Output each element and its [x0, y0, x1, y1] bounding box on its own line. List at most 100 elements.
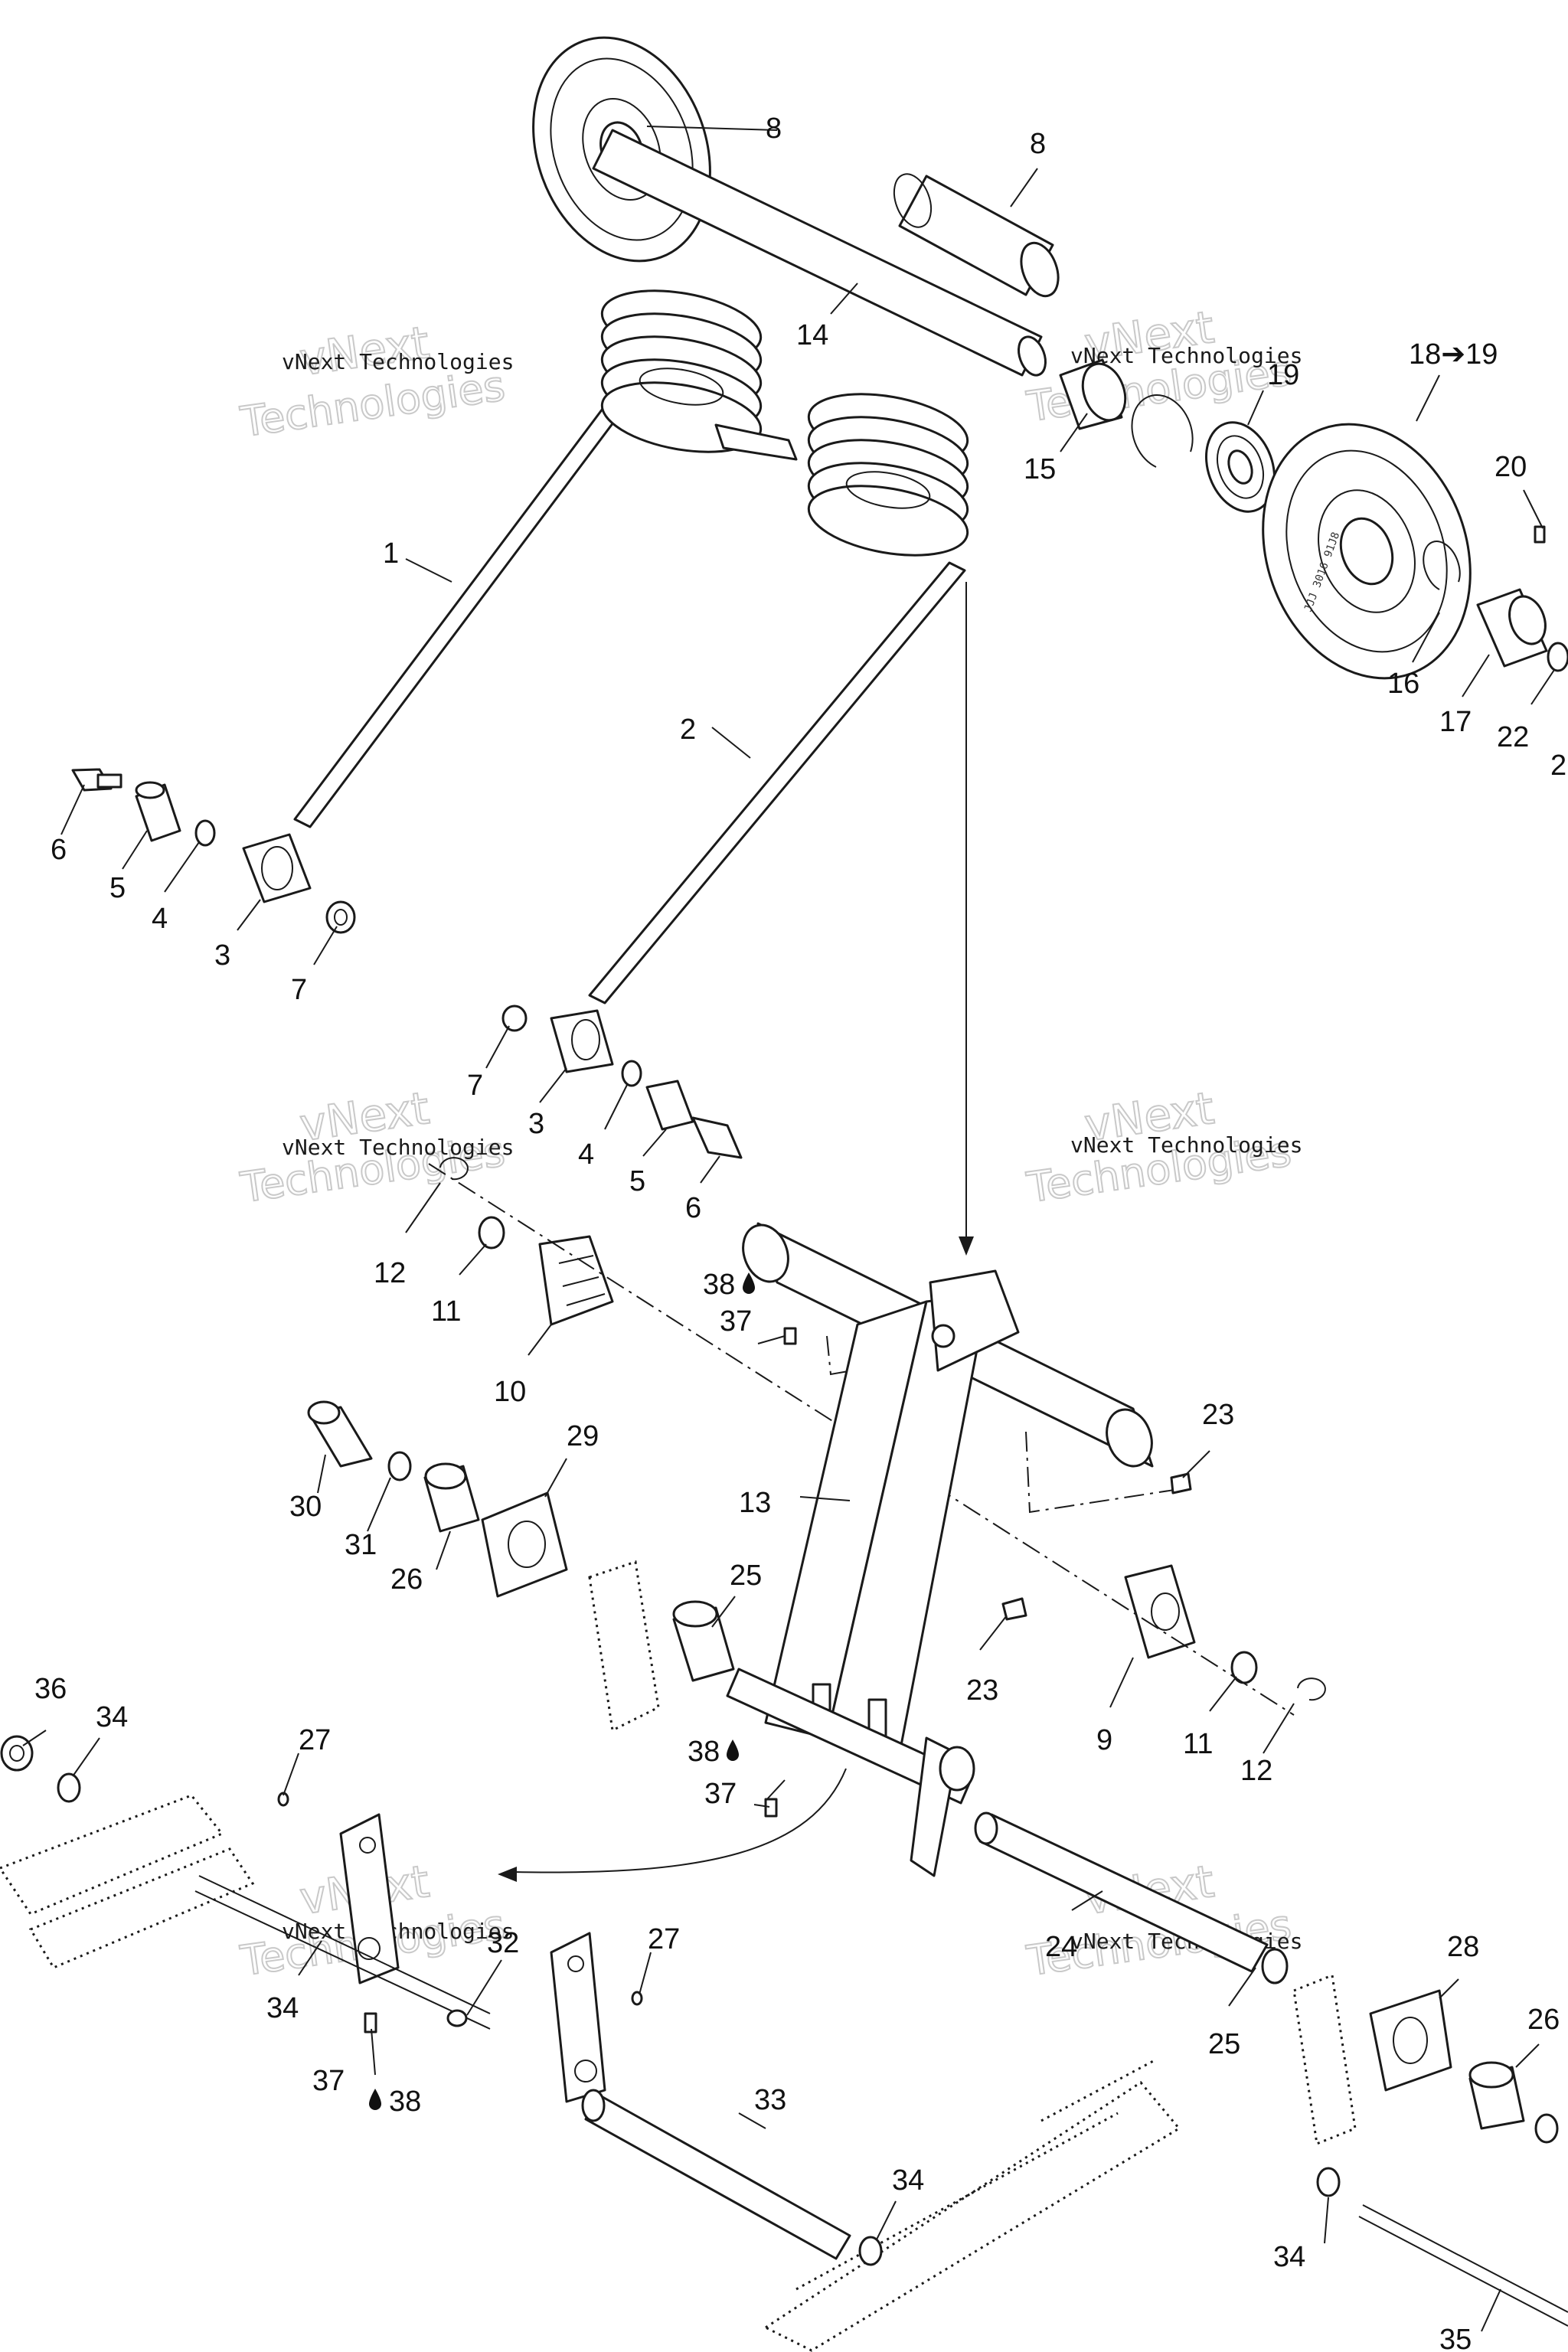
cross-shaft-32	[194, 1875, 491, 2030]
label-3-upper: 3	[214, 939, 230, 972]
set-screw-27-right	[631, 1991, 643, 2006]
label-28: 28	[1447, 1931, 1479, 1963]
bushing-26-right	[1468, 2061, 1525, 2130]
bushing-26-left	[423, 1462, 480, 1533]
label-37-lower: 37	[312, 2065, 345, 2097]
label-22: 22	[1497, 721, 1529, 753]
idler-wheel-right: JJJ 3016 91J8	[1262, 423, 1472, 680]
grease-fitting-middle	[764, 1798, 778, 1818]
washer-left	[478, 1216, 505, 1250]
swing-arm	[726, 1222, 1154, 1877]
torsion-spring-left	[293, 289, 798, 828]
label-34-left: 34	[96, 1701, 128, 1733]
label-14: 14	[796, 319, 828, 351]
axle-shaft	[592, 129, 1047, 377]
svg-text:vNext Technologies: vNext Technologies	[282, 1919, 514, 1944]
bumper-block-28	[1369, 1989, 1452, 2092]
label-15: 15	[1024, 453, 1056, 485]
shaft-24	[974, 1811, 1269, 1973]
label-24: 24	[1045, 1931, 1077, 1963]
label-6-lower: 6	[685, 1192, 701, 1224]
torsion-spring-right	[588, 393, 969, 1004]
label-23-lower: 23	[966, 1674, 998, 1707]
watermark-mid-right: vNext Technologies vNext Technologies	[1023, 1081, 1302, 1213]
spacer-sleeve	[893, 173, 1060, 298]
svg-text:vNext Technologies: vNext Technologies	[282, 349, 514, 374]
label-33: 33	[754, 2084, 786, 2116]
label-10: 10	[494, 1376, 526, 1408]
label-34-right: 34	[1273, 2241, 1305, 2273]
shaft-35	[1358, 2204, 1568, 2327]
label-35: 35	[1439, 2324, 1472, 2352]
label-2-cut: 2	[1550, 750, 1566, 782]
leader-lines	[22, 126, 1555, 2332]
label-32: 32	[487, 1927, 519, 1959]
label-36: 36	[34, 1673, 67, 1705]
label-11-right: 11	[1183, 1728, 1213, 1760]
washer-lower	[621, 1060, 642, 1087]
bumper-plate-right	[1124, 1564, 1196, 1659]
bolt-upper	[71, 768, 122, 792]
bushing-25-lower	[1261, 1948, 1289, 1984]
flanged-bushing	[1059, 358, 1127, 430]
curved-arrow	[498, 1768, 847, 1882]
nut-upper	[325, 900, 356, 934]
label-4-lower: 4	[578, 1138, 594, 1171]
right-rail-ghost	[763, 2081, 1181, 2352]
bolt-23-lower	[1001, 1597, 1027, 1621]
label-26-right: 26	[1527, 2004, 1560, 2036]
label-1: 1	[383, 537, 399, 570]
svg-text:vNext Technologies: vNext Technologies	[1070, 1132, 1302, 1158]
washer-34-left	[57, 1772, 81, 1803]
watermark-top-right: vNext Technologies vNext Technologies	[1023, 300, 1302, 432]
watermark-mid-left: vNext Technologies vNext Technologies	[237, 1081, 514, 1213]
label-19: 19	[1267, 359, 1299, 391]
label-23-upper: 23	[1202, 1399, 1234, 1431]
retaining-ring	[1131, 394, 1194, 468]
nut-small	[1547, 642, 1568, 672]
label-13: 13	[739, 1487, 771, 1519]
retaining-clip-right	[1297, 1677, 1326, 1701]
label-25-upper: 25	[730, 1560, 762, 1592]
callout-labels: 1 2 3 4 5 6 7 8 8 14 15 19 18➔19 20 16 1…	[34, 113, 1566, 2352]
label-27-left: 27	[299, 1724, 331, 1756]
label-38-middle: 38	[688, 1736, 720, 1768]
label-6-upper: 6	[51, 834, 67, 866]
washer-upper	[194, 819, 216, 847]
snap-ring	[1423, 541, 1461, 590]
nut-lower	[501, 1004, 528, 1032]
adjuster-cam-upper	[242, 833, 312, 903]
svg-text:vNext Technologies: vNext Technologies	[282, 1135, 514, 1160]
bushing-upper	[135, 781, 181, 842]
label-27-right: 27	[648, 1923, 680, 1955]
bracket-right-ghost	[1292, 1973, 1357, 2146]
svg-text:vNext Technologies: vNext Technologies	[1070, 343, 1302, 368]
label-31: 31	[345, 1529, 377, 1561]
label-17: 17	[1439, 706, 1472, 738]
axis-line-bolt	[1025, 1431, 1180, 1514]
bumper-plate-left	[538, 1235, 614, 1326]
oil-drop-icon-lower	[369, 2089, 381, 2110]
set-screw-27-left	[277, 1792, 289, 1807]
label-29: 29	[567, 1420, 599, 1452]
bearing	[1205, 421, 1276, 513]
bolt-lower	[691, 1116, 743, 1159]
bolt-30	[307, 1400, 373, 1468]
label-8-sleeve: 8	[1030, 128, 1046, 160]
label-30: 30	[289, 1491, 322, 1523]
nut-36	[0, 1735, 34, 1772]
shaft-33	[581, 2089, 851, 2260]
oil-drop-icon-middle	[727, 1740, 739, 1761]
label-37-upper: 37	[720, 1305, 752, 1338]
rear-pivot-bracket-right	[550, 1932, 606, 2103]
label-12-left: 12	[374, 1257, 406, 1289]
grease-fitting-lower	[364, 2012, 377, 2034]
bushing-lower	[645, 1080, 694, 1131]
label-11-left: 11	[431, 1295, 461, 1328]
grease-fitting-upper	[783, 1327, 797, 1345]
pivot-bracket-ghost	[588, 1560, 660, 1733]
label-34-lower-left: 34	[266, 1992, 299, 2024]
watermark-top-left: vNext Technologies vNext Technologies	[237, 315, 514, 447]
assembly-arrow	[959, 582, 974, 1256]
